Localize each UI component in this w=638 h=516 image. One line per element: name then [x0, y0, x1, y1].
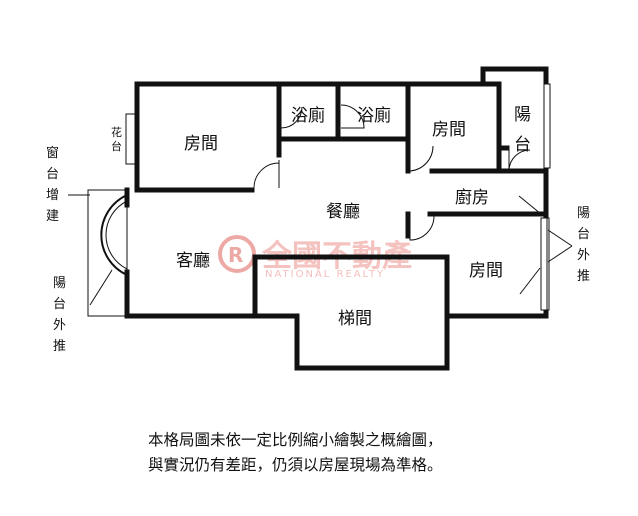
door-bedroom-top-right — [409, 145, 434, 172]
annotation-planter: 花台 — [111, 126, 122, 153]
door-bath-2 — [340, 104, 365, 129]
annotation-balcony-extended-right: 陽台外推 — [577, 206, 590, 284]
door-bedroom-right — [409, 215, 435, 241]
watermark-logo-letter: R — [228, 243, 243, 267]
disclaimer-line-2: 與實況仍有差距，仍須以房屋現場為準格。 — [148, 456, 443, 474]
door-balcony-top — [508, 149, 531, 172]
room-living: 客廳 — [176, 251, 210, 271]
doors — [253, 104, 542, 241]
disclaimer: 本格局圖未依一定比例縮小繪製之概繪圖， 與實況仍有差距，仍須以房屋現場為準格。 — [148, 428, 588, 478]
bay-window — [87, 189, 128, 317]
room-dining: 餐廳 — [326, 202, 360, 222]
annotation-balcony-extended-left: 陽台外推 — [53, 276, 66, 354]
walls — [124, 66, 549, 371]
room-bedroom-right: 房間 — [469, 261, 503, 281]
window-bedroom-right — [540, 217, 550, 311]
door-bath-1 — [280, 106, 303, 129]
room-bath-1: 浴廁 — [291, 105, 325, 126]
wall-bedroom-left — [134, 81, 282, 193]
wall-living — [124, 269, 258, 319]
wall-bedroom-right — [444, 211, 549, 371]
window-balcony-top — [543, 83, 551, 169]
room-bedroom-left: 房間 — [184, 134, 218, 154]
watermark-english: NATIONAL REALTY — [265, 269, 385, 280]
room-kitchen: 廚房 — [455, 187, 489, 208]
room-stairs: 梯間 — [338, 309, 372, 329]
annotation-window-sill-added: 窗台增建 — [46, 145, 59, 224]
window-bedroom-left — [125, 113, 136, 165]
balcony-markers — [68, 194, 573, 306]
room-bedroom-top-right: 房間 — [432, 120, 466, 140]
room-balcony-top: 陽台 — [514, 105, 531, 155]
disclaimer-line-1: 本格局圖未依一定比例縮小繪製之概繪圖， — [148, 431, 443, 449]
wall-bedroom-top-right — [405, 81, 502, 174]
room-bath-2: 浴廁 — [357, 105, 391, 126]
watermark-logo-icon — [218, 235, 256, 273]
door-kitchen-side — [518, 195, 542, 215]
door-bedroom-left — [253, 160, 280, 189]
windows — [125, 83, 551, 311]
